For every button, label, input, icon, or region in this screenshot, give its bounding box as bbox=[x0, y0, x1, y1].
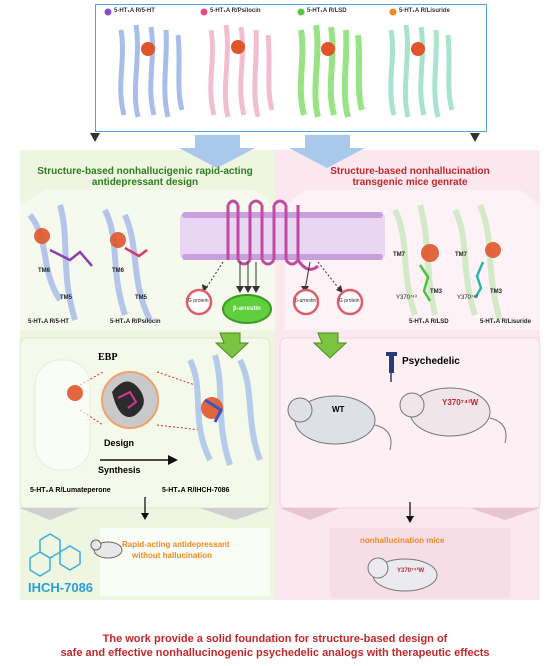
receptor-structures bbox=[104, 8, 455, 118]
left-tm6-b: TM6 bbox=[112, 268, 124, 274]
left-beta-arrestin-label: β-arrestin bbox=[233, 306, 261, 312]
right-tm7-a: TM7 bbox=[393, 252, 405, 258]
lipid-heads bbox=[182, 212, 383, 260]
left-title-line2: antidepressant design bbox=[91, 177, 199, 188]
ebp-label: EBP bbox=[98, 352, 118, 363]
right-beta-arrestin-label: β-arrestin bbox=[295, 298, 317, 304]
psychedelic-label: Psychedelic bbox=[402, 356, 460, 367]
receptor-helices bbox=[226, 199, 320, 271]
mouse-mutant bbox=[399, 387, 507, 444]
left-tm6-a: TM6 bbox=[38, 268, 50, 274]
right-mouse-label: Y370⁷⁴³W bbox=[397, 568, 425, 574]
right-sub1: 5-HT₁A R/LSD bbox=[409, 319, 449, 325]
left-title: Structure-based nonhallucigenic rapid-ac… bbox=[20, 166, 270, 188]
left-sub1: 5-HT₁A R/5-HT bbox=[28, 319, 69, 325]
left-title-line1: Structure-based nonhallucigenic rapid-ac… bbox=[37, 166, 253, 177]
conclusion-line1: The work provide a solid foundation for … bbox=[102, 633, 448, 645]
top-label-4: 5-HT₁A R/Lisuride bbox=[399, 8, 450, 14]
right-g-protein-label: G protein bbox=[339, 298, 360, 304]
top-label-3: 5-HT₁A R/LSD bbox=[307, 8, 347, 14]
right-beta-arrestin-circle bbox=[292, 288, 320, 316]
right-zoom-helices bbox=[392, 203, 503, 321]
mouse-wt bbox=[287, 395, 392, 451]
mutant-label: Y370⁷⁴³W bbox=[442, 398, 479, 407]
right-outcome-text: nonhallucination mice bbox=[360, 536, 445, 545]
down-arrow-right bbox=[289, 135, 365, 168]
right-sub2: 5-HT₁A R/Lisuride bbox=[480, 319, 531, 325]
right-tm3-a: TM3 bbox=[430, 289, 442, 295]
left-g-protein-circle bbox=[185, 288, 213, 316]
synthesis-label: Synthesis bbox=[98, 465, 141, 475]
mouse-right-outcome bbox=[367, 557, 438, 592]
left-sub2: 5-HT₁A R/Psilocin bbox=[110, 319, 161, 325]
receptor-lisuride bbox=[388, 24, 455, 118]
top-label-2: 5-HT₁A R/Psilocin bbox=[210, 8, 261, 14]
receptor-5ht bbox=[118, 24, 185, 118]
right-title: Structure-based nonhallucination transge… bbox=[280, 166, 540, 188]
left-curved-arrow bbox=[214, 332, 250, 359]
top-structures-box: 5-HT₁A R/5-HT 5-HT₁A R/Psilocin 5-HT₁A R… bbox=[95, 4, 487, 132]
receptor-psilocin bbox=[208, 24, 275, 118]
right-tm3-b: TM3 bbox=[490, 289, 502, 295]
top-label-1: 5-HT₁A R/5-HT bbox=[114, 8, 155, 14]
lumateperone-label: 5-HT₂A R/Lumateperone bbox=[30, 487, 111, 494]
ihch-complex-label: 5-HT₂A R/IHCH-7086 bbox=[162, 487, 230, 494]
right-title-line2: transgenic mice genrate bbox=[352, 177, 468, 188]
left-outcome-line1: Rapid-acting antidepressant bbox=[122, 540, 230, 549]
receptor-lsd bbox=[297, 24, 365, 118]
membrane bbox=[180, 215, 385, 257]
conclusion-line2: safe and effective nonhallucinogenic psy… bbox=[60, 647, 490, 659]
wt-label: WT bbox=[332, 405, 345, 414]
right-y-a: Y370⁷⁴³ bbox=[396, 295, 417, 301]
right-y-b: Y370⁷⁴³ bbox=[457, 295, 478, 301]
ihch-molecule bbox=[29, 533, 81, 577]
mouse-left-small bbox=[90, 539, 123, 559]
left-outcome-line2: without hallucination bbox=[132, 551, 212, 560]
lumateperone-capsule bbox=[34, 359, 91, 471]
right-tm7-b: TM7 bbox=[455, 252, 467, 258]
right-g-protein-circle bbox=[336, 288, 364, 316]
design-label: Design bbox=[104, 438, 135, 448]
ihch-helices bbox=[187, 354, 263, 466]
left-outcome-box bbox=[100, 528, 270, 596]
left-beta-arrestin-ellipse bbox=[222, 294, 272, 324]
compound-name: IHCH-7086 bbox=[28, 580, 94, 595]
left-tm5-b: TM5 bbox=[135, 295, 147, 301]
right-curved-arrow bbox=[312, 332, 348, 359]
down-arrow-left bbox=[179, 135, 255, 168]
left-tm5-a: TM5 bbox=[60, 295, 72, 301]
right-title-line1: Structure-based nonhallucination bbox=[330, 166, 490, 177]
left-g-protein-label: G protein bbox=[188, 298, 209, 304]
